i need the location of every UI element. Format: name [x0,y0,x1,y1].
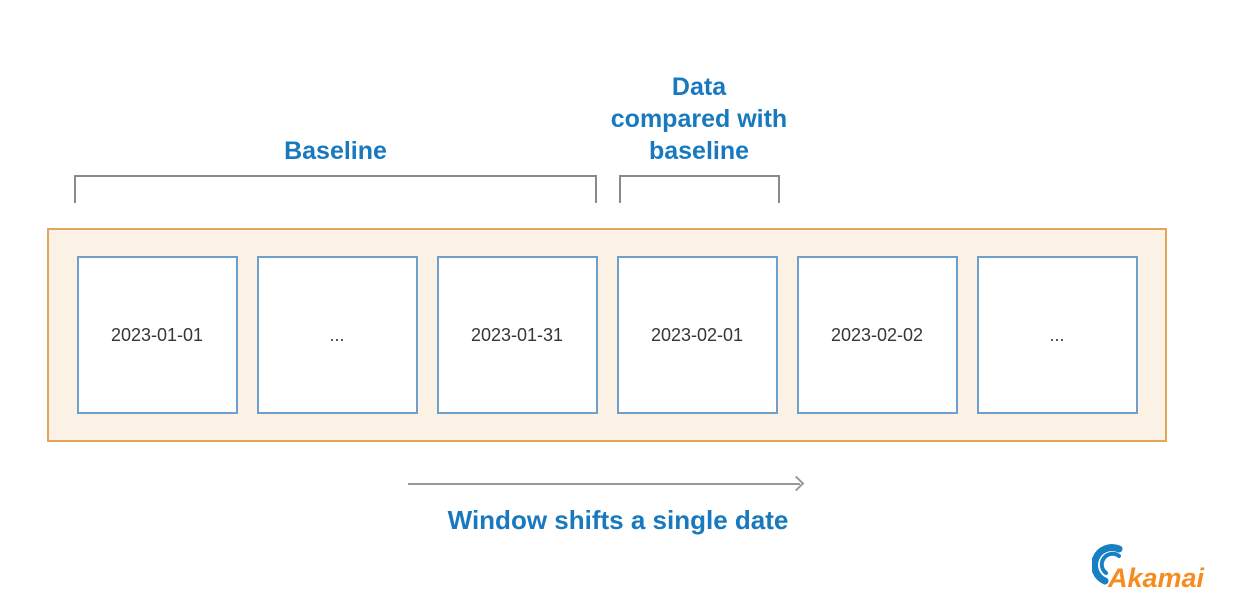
date-box-label: 2023-02-01 [650,324,744,345]
date-box-label: 2023-02-02 [830,324,924,345]
timeline-container: 2023-01-01 ... 2023-01-31 2023-02-01 202… [47,228,1167,442]
baseline-label: Baseline [284,137,387,165]
akamai-logo: Akamai [1092,544,1205,593]
date-box: 2023-02-01 [616,256,778,414]
baseline-bracket [74,175,597,203]
shift-arrow-head-icon [788,475,805,492]
comparison-bracket [619,175,780,203]
comparison-label-line-2: compared with [610,105,788,133]
window-shift-caption: Window shifts a single date [447,505,789,535]
akamai-logo-text: Akamai [1107,563,1205,593]
date-box: 2023-01-31 [436,256,598,414]
date-box-label: 2023-01-01 [110,324,204,345]
date-box: 2023-01-01 [76,256,238,414]
date-box: ... [256,256,418,414]
date-box-label: ... [329,324,345,345]
shift-arrow-line [408,483,800,485]
date-box-label: 2023-01-31 [470,324,564,345]
date-box: 2023-02-02 [796,256,958,414]
comparison-label: Data compared with baseline [589,71,809,167]
comparison-label-line-1: Data [671,73,727,101]
date-box-label: ... [1049,324,1065,345]
comparison-label-line-3: baseline [648,137,750,165]
date-box: ... [976,256,1138,414]
akamai-swoosh-icon [1092,544,1123,585]
